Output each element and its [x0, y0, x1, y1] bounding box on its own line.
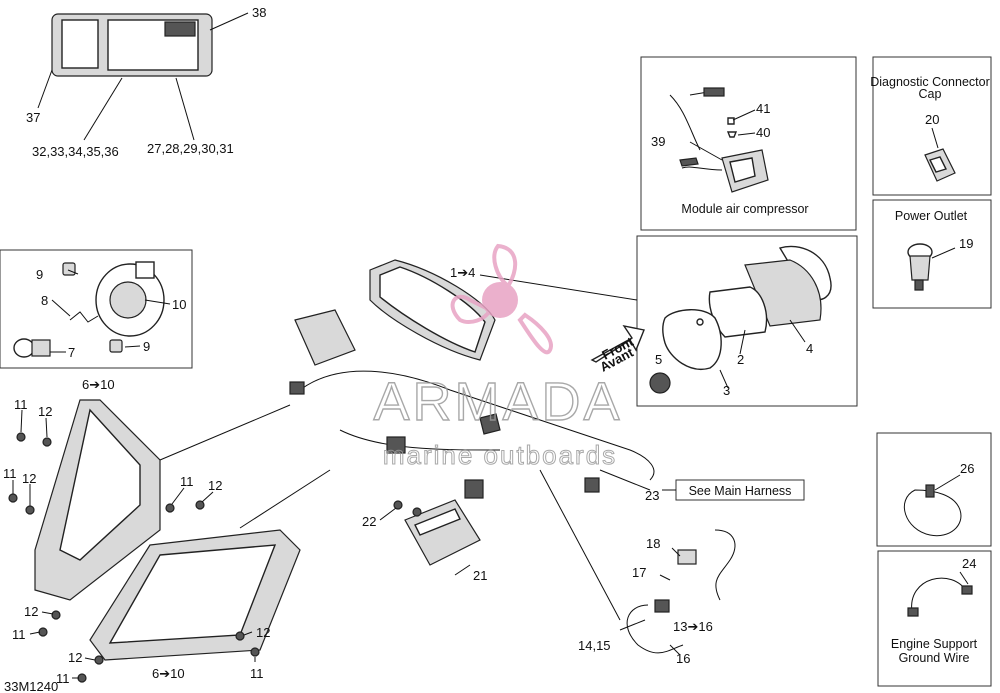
watermark-title: ARMADA: [373, 372, 622, 432]
diagnostic-connector-cap-box: Diagnostic Connector Cap: [870, 56, 992, 196]
fasteners: [8, 432, 422, 683]
callout-39: 39: [651, 134, 665, 149]
callout-20: 20: [925, 112, 939, 127]
callout-40: 40: [756, 125, 770, 140]
callout-7: 7: [68, 345, 75, 360]
diagnostic-connector-cap-title-1: Diagnostic Connector: [870, 75, 990, 89]
voltage-regulator: [404, 499, 481, 566]
callout-26: 26: [960, 461, 974, 476]
power-outlet-box: Power Outlet: [872, 199, 992, 309]
engine-support-ground-wire-box: Engine Support Ground Wire: [877, 550, 992, 687]
callout-9a: 9: [36, 267, 43, 282]
instrument-cluster: [369, 259, 496, 361]
callout-11a: 11: [14, 397, 28, 412]
callout-32-36: 32,33,34,35,36: [32, 144, 119, 159]
figure-code: 33M1240: [4, 679, 58, 693]
module-air-compressor-box: Module air compressor: [640, 56, 857, 231]
callout-12b: 12: [22, 471, 36, 486]
headlight-kit-box: [0, 249, 193, 369]
callout-23: 23: [645, 488, 659, 503]
callout-18: 18: [646, 536, 660, 551]
callout-24: 24: [962, 556, 976, 571]
front-arrow: Front Avant: [590, 324, 645, 375]
callout-12f: 12: [68, 650, 82, 665]
callout-13-16: 13➔16: [673, 619, 713, 634]
callout-8: 8: [41, 293, 48, 308]
lanyard: [626, 529, 736, 654]
callout-17: 17: [632, 565, 646, 580]
callout-5: 5: [655, 352, 662, 367]
main-harness: [289, 309, 655, 499]
callout-11f: 11: [56, 671, 70, 686]
callout-14-15: 14,15: [578, 638, 611, 653]
callout-41: 41: [756, 101, 770, 116]
module-air-compressor-title: Module air compressor: [681, 202, 808, 216]
power-outlet-title: Power Outlet: [895, 209, 968, 223]
callout-21: 21: [473, 568, 487, 583]
callout-11c: 11: [180, 474, 194, 489]
callout-19: 19: [959, 236, 973, 251]
callout-6-10b: 6➔10: [152, 666, 185, 681]
callout-22: 22: [362, 514, 376, 529]
callout-38: 38: [252, 5, 266, 20]
callout-1-4: 1➔4: [450, 265, 475, 280]
callout-16: 16: [676, 651, 690, 666]
callout-2: 2: [737, 352, 744, 367]
callout-10: 10: [172, 297, 186, 312]
ecm-module: [51, 13, 213, 77]
engine-support-title-1: Engine Support: [891, 637, 978, 651]
callout-9b: 9: [143, 339, 150, 354]
left-headlight: [34, 399, 161, 601]
callout-37: 37: [26, 110, 40, 125]
right-headlight: [89, 529, 301, 661]
diagnostic-connector-cap-title-2: Cap: [919, 87, 942, 101]
tether-box: [876, 432, 992, 547]
callout-12e: 12: [256, 625, 270, 640]
callout-27-31: 27,28,29,30,31: [147, 141, 234, 156]
watermark: ARMADA marine outboards: [373, 243, 622, 471]
callout-11d: 11: [12, 627, 26, 642]
watermark-subtitle: marine outboards: [383, 440, 617, 470]
callout-12a: 12: [38, 404, 52, 419]
callout-12d: 12: [24, 604, 38, 619]
callout-6-10a: 6➔10: [82, 377, 115, 392]
instrument-cluster-box: [636, 235, 858, 407]
engine-support-title-2: Ground Wire: [899, 651, 970, 665]
callout-12c: 12: [208, 478, 222, 493]
see-main-harness-label: See Main Harness: [689, 484, 792, 498]
callout-4: 4: [806, 341, 813, 356]
callout-11b: 11: [3, 466, 17, 481]
callout-3: 3: [723, 383, 730, 398]
callout-11e: 11: [250, 666, 264, 681]
callout-labels: 38 37 32,33,34,35,36 27,28,29,30,31 1➔4 …: [3, 5, 976, 693]
see-main-harness-box: See Main Harness: [675, 479, 805, 501]
